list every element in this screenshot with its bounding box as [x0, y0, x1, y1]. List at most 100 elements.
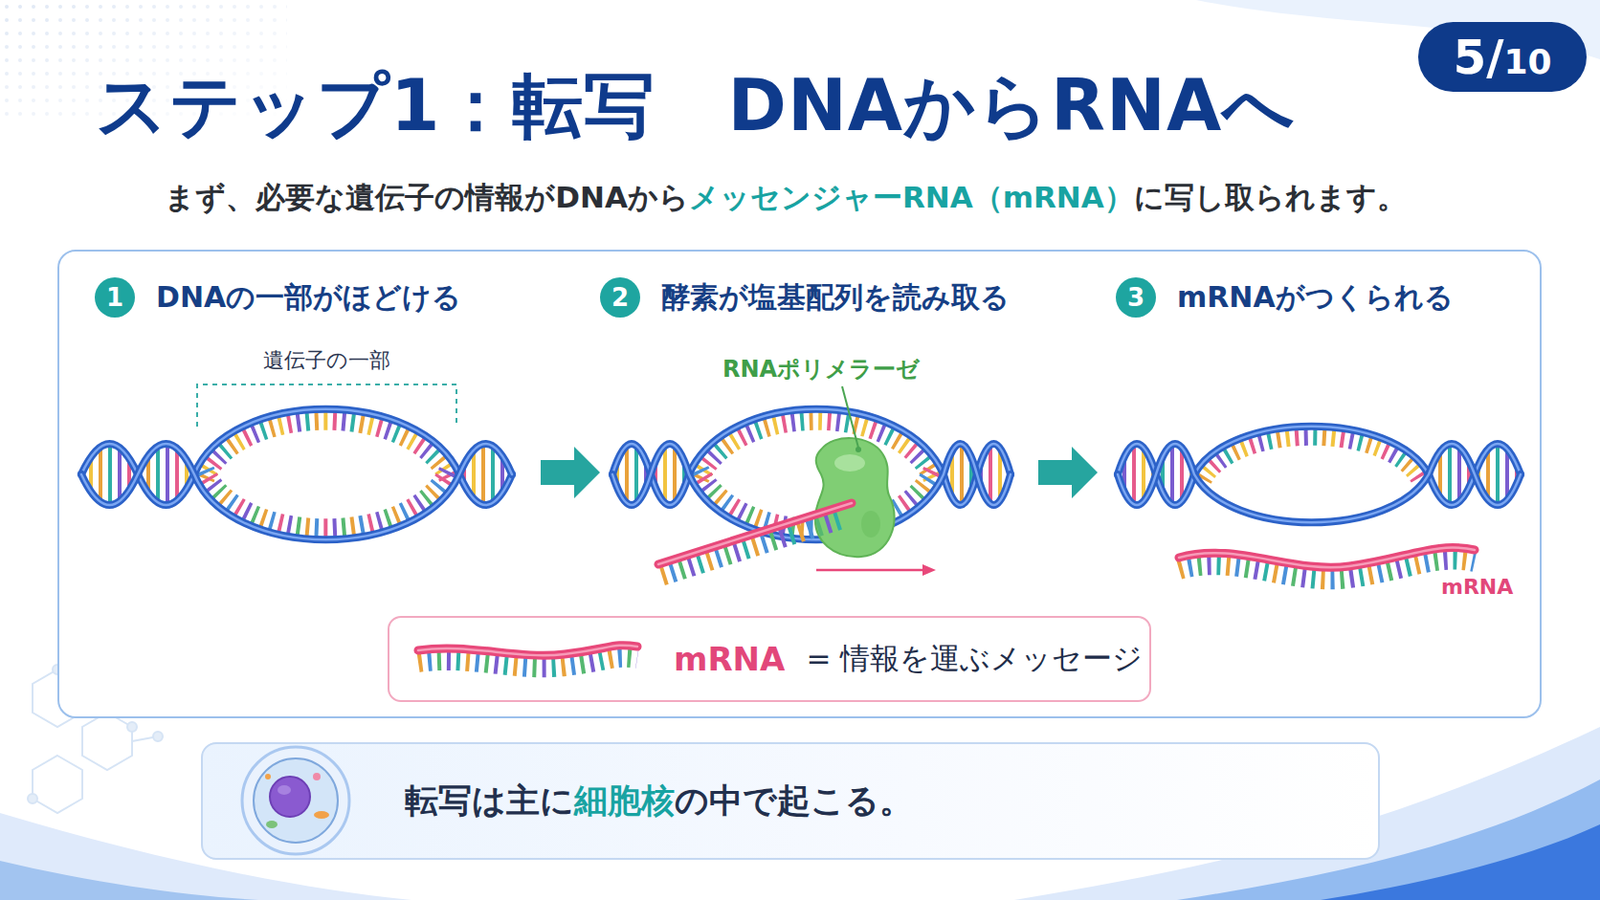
dna-helix	[612, 444, 1011, 540]
mrna-sample	[418, 657, 638, 668]
leader-line	[842, 386, 862, 453]
rna-strand	[662, 517, 845, 576]
rna-strand	[662, 517, 845, 576]
dna-helix	[1117, 426, 1521, 506]
subtitle-text: まず、必要な遺伝子の情報がDNAから	[164, 179, 689, 215]
gene-bracket	[197, 384, 457, 427]
mrna-sample	[418, 657, 638, 668]
rna-strand	[662, 517, 845, 576]
step-heading: 1 DNAの一部がほどける	[94, 277, 462, 318]
cell-icon	[312, 773, 321, 781]
dna-helix	[194, 474, 460, 540]
step-number: 2	[600, 277, 641, 318]
mrna-sample	[418, 645, 638, 668]
rna-polymerase	[834, 454, 866, 472]
dna-helix	[194, 409, 460, 475]
dna-helix	[194, 474, 460, 540]
step-number: 1	[94, 277, 135, 318]
subtitle-text: に写し取られます。	[1133, 179, 1407, 215]
dna-helix	[1117, 401, 1525, 556]
dna-helix	[194, 409, 460, 475]
rna-strand	[658, 503, 852, 565]
cell-icon	[269, 777, 311, 818]
cell-icon	[265, 774, 271, 780]
step-title: DNAの一部がほどける	[155, 278, 462, 318]
mrna-sample	[418, 657, 638, 668]
mrna-sample	[418, 657, 638, 668]
dna-helix	[194, 474, 460, 540]
direction-arrow	[816, 569, 925, 573]
molecule-decoration	[127, 722, 137, 733]
mrna-sample	[418, 657, 638, 668]
molecule-decoration	[153, 732, 163, 742]
subtitle-line: まず、必要な遺伝子の情報がDNAからメッセンジャーRNA（mRNA）に写し取られ…	[0, 177, 1572, 219]
mrna-sample	[418, 645, 638, 657]
dna-helix	[1194, 426, 1429, 475]
molecule-decoration	[32, 755, 83, 814]
dna-helix	[1194, 426, 1429, 475]
bracket-label: 遺伝子の一部	[187, 346, 467, 376]
dna-helix	[81, 444, 512, 540]
page-number: 5/10	[1452, 29, 1552, 86]
mrna-sample	[418, 657, 638, 668]
definition-text: = 情報を運ぶメッセージ	[805, 639, 1143, 680]
rna-strand	[662, 517, 845, 576]
dna-helix	[612, 444, 1011, 540]
cell-icon	[253, 758, 338, 844]
direction-arrow	[816, 564, 936, 577]
step-title: 酵素が塩基配列を読み取る	[661, 278, 1010, 318]
background-waves	[0, 861, 259, 900]
step-arrow	[540, 446, 600, 499]
direction-arrow	[922, 564, 936, 577]
rna-strand	[662, 517, 845, 576]
dna-helix	[1117, 444, 1521, 523]
dna-helix	[81, 401, 522, 556]
slide-title: ステップ1：転写 DNAからRNAへ	[95, 66, 1296, 145]
term-text: mRNA	[673, 640, 785, 679]
dna-helix	[81, 401, 522, 556]
dna-helix	[1117, 426, 1521, 524]
step-arrow	[1038, 446, 1098, 499]
note-box: 転写は主に細胞核の中で起こる。	[200, 742, 1380, 861]
dna-helix	[194, 409, 460, 475]
molecule-decoration	[82, 712, 133, 771]
strand-label: mRNA	[1441, 575, 1528, 600]
dna-helix	[194, 409, 460, 475]
dna-helix	[612, 401, 1015, 556]
cell-icon	[266, 821, 278, 829]
mrna-strand	[1178, 548, 1475, 580]
subtitle-highlight: メッセンジャーRNA（mRNA）	[688, 179, 1134, 215]
dna-helix	[194, 474, 460, 540]
cell-icon	[277, 785, 291, 796]
note-text: 転写は主に	[404, 778, 575, 824]
dna-helix	[612, 401, 1015, 556]
rna-polymerase	[815, 438, 895, 557]
dna-helix	[1117, 426, 1521, 506]
note-text: の中で起こる。	[674, 778, 913, 824]
leader-line	[842, 386, 859, 448]
cell-icon	[313, 811, 330, 820]
rna-polymerase	[815, 438, 895, 557]
leader-line	[855, 446, 862, 453]
rna-strand	[658, 503, 852, 576]
rna-polymerase	[861, 511, 881, 538]
rna-strand	[658, 503, 852, 565]
cell-icon	[242, 747, 350, 855]
dna-helix	[194, 409, 460, 475]
dna-helix	[1194, 426, 1429, 475]
mrna-sample	[418, 645, 638, 657]
dna-helix	[1194, 426, 1429, 475]
step-title: mRNAがつくられる	[1177, 278, 1454, 318]
dna-helix	[1117, 401, 1525, 556]
rna-strand	[662, 517, 845, 576]
molecule-decoration	[27, 794, 38, 804]
mrna-strand	[1178, 548, 1475, 569]
step-heading: 3mRNAがつくられる	[1115, 277, 1454, 318]
content-panel	[58, 250, 1541, 718]
page-badge: 5/10	[1418, 22, 1587, 92]
mrna-strand	[1178, 548, 1475, 569]
dna-helix	[81, 409, 512, 541]
